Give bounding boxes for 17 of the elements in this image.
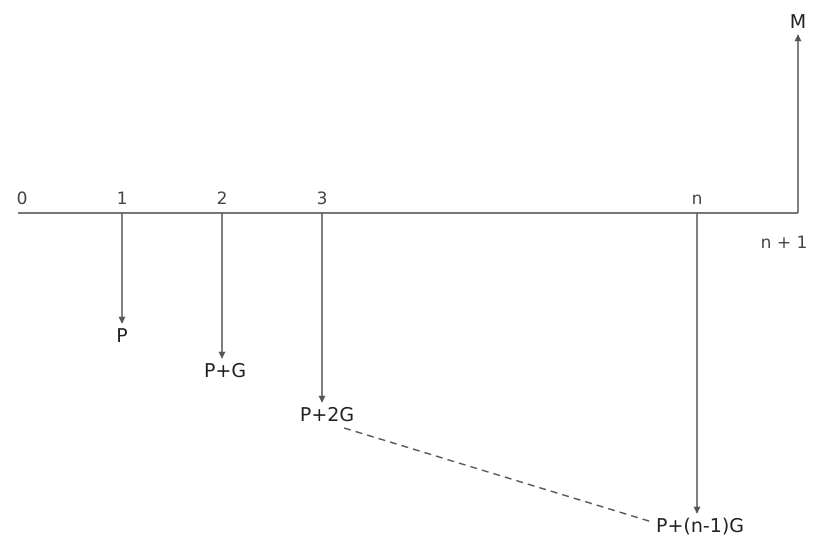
arrow [218, 213, 226, 359]
cash-flow-label: P [116, 325, 128, 347]
dashed-line [344, 427, 652, 523]
time-period-label: n + 1 [760, 232, 808, 254]
cash-flow-label: M [790, 11, 806, 33]
arrow [318, 213, 326, 403]
cash-flow-label: P+2G [300, 404, 354, 426]
time-period-label: 2 [216, 188, 228, 210]
arrow [694, 213, 700, 514]
time-period-label: 3 [316, 188, 328, 210]
cash-flow-label: P+(n-1)G [656, 515, 744, 537]
time-period-label: n [692, 188, 702, 210]
arrow [118, 213, 126, 324]
time-period-label: 1 [116, 188, 128, 210]
arrow [794, 34, 802, 213]
cash-flow-label: P+G [204, 360, 246, 382]
time-period-label: 0 [16, 188, 28, 210]
